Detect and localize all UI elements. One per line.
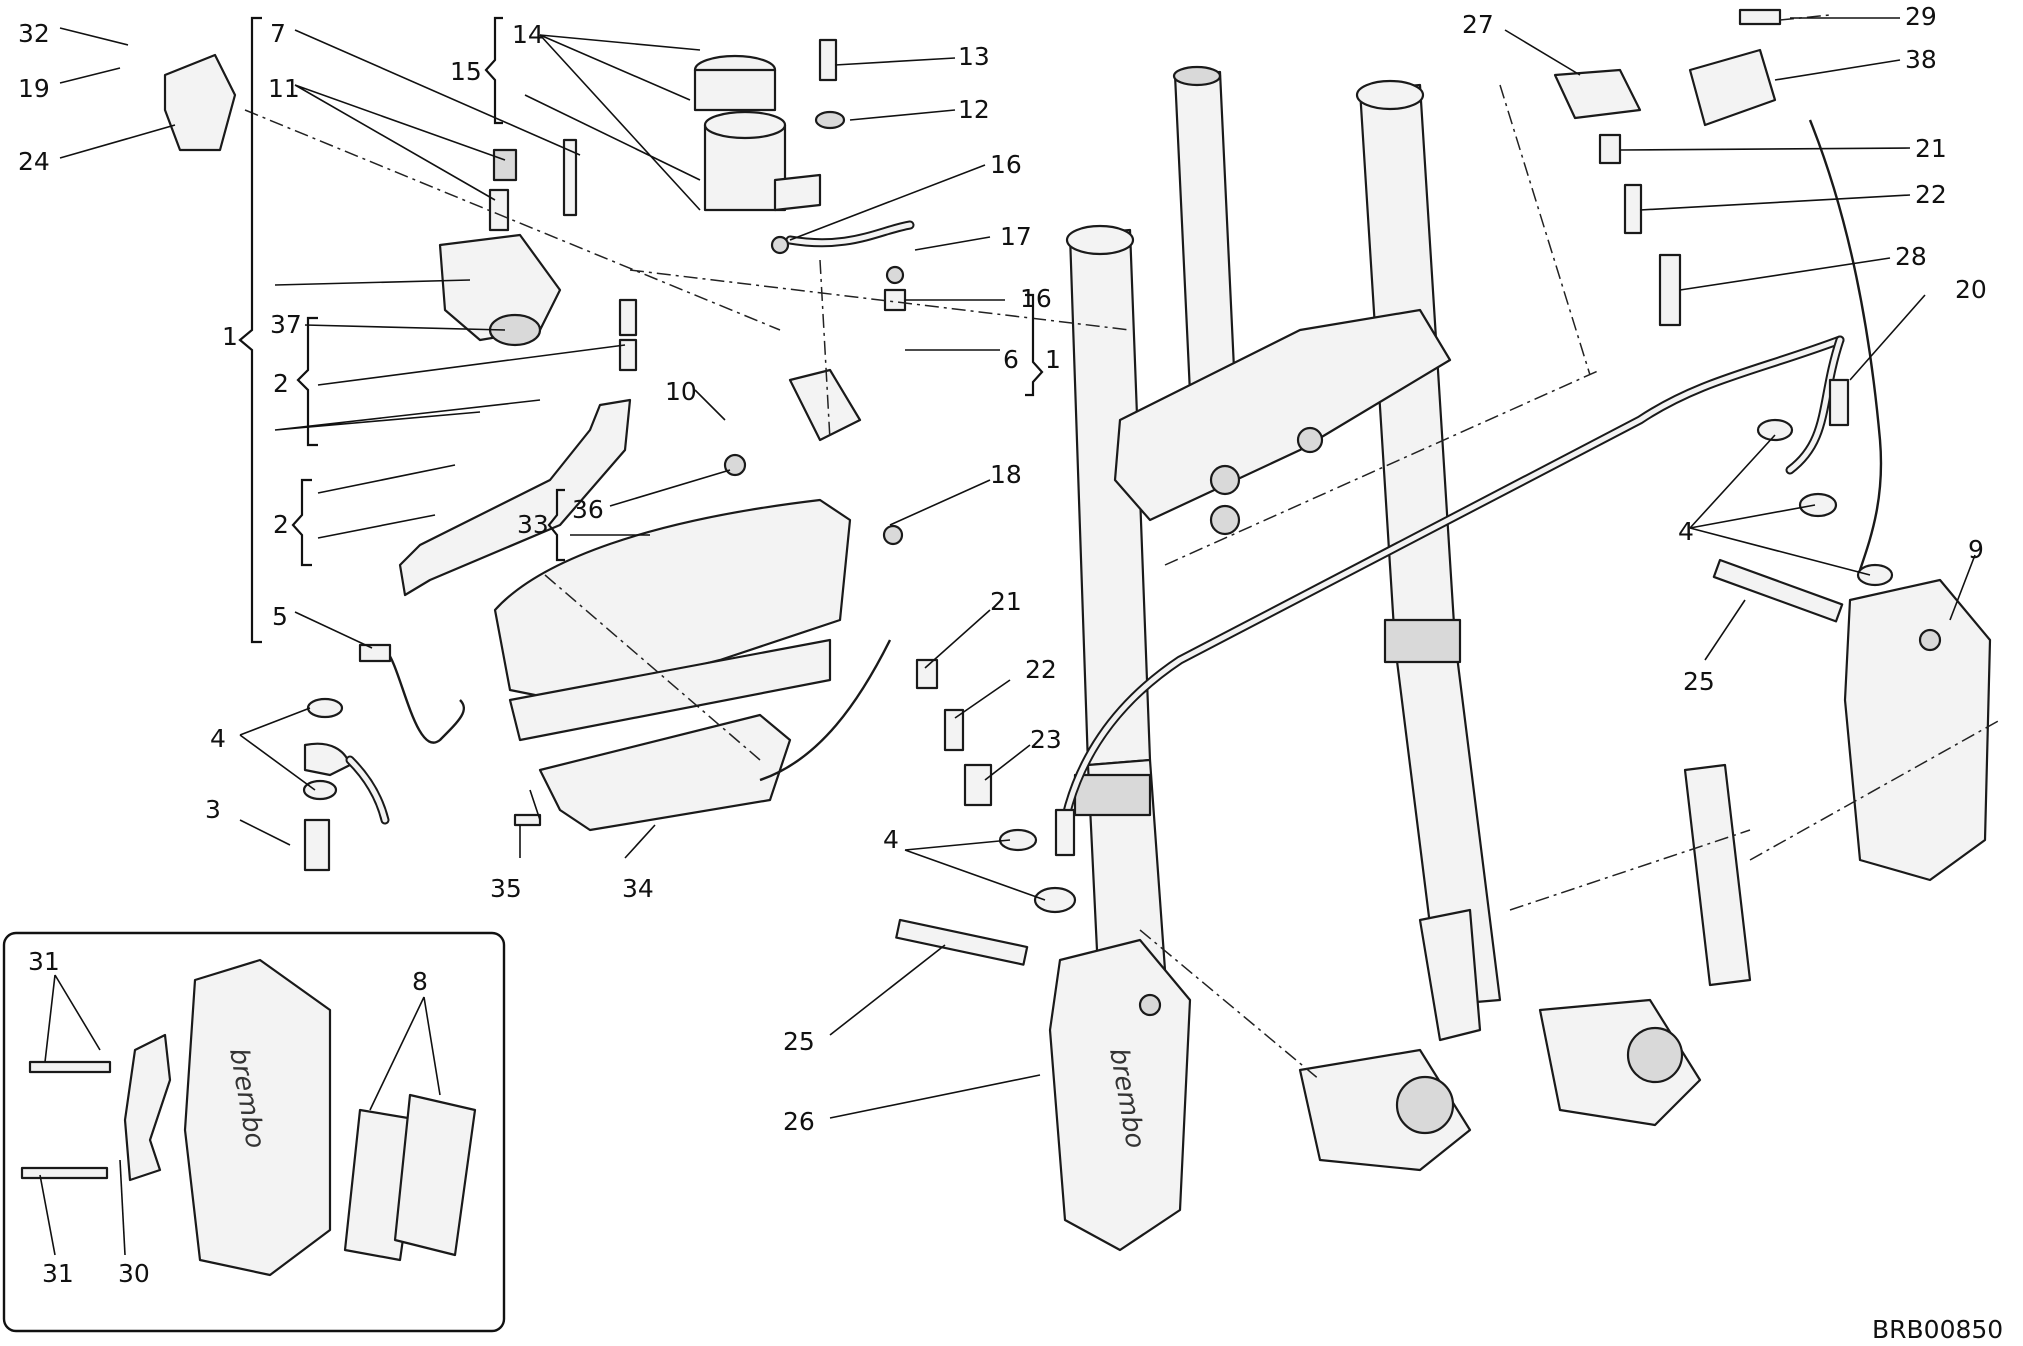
- callout-6: 6: [1003, 345, 1019, 374]
- callout-7: 7: [270, 19, 286, 48]
- drawing-code: BRB00850: [1872, 1315, 2003, 1344]
- callout-14: 14: [512, 20, 544, 49]
- callout-4-right: 4: [1678, 517, 1694, 546]
- callout-34: 34: [622, 874, 654, 903]
- front-fork-assembly: [1065, 65, 1752, 1172]
- grouping-braces: [238, 16, 1044, 644]
- callout-leader-lines: [39, 17, 1976, 1256]
- callout-3: 3: [205, 795, 221, 824]
- callout-22-right: 22: [1915, 180, 1947, 209]
- callout-1-hose: 1: [1045, 345, 1061, 374]
- callout-16-lower: 16: [1020, 284, 1052, 313]
- pads-detail-inset: brembo: [2, 931, 506, 1333]
- callout-31-top: 31: [28, 947, 60, 976]
- callout-22-center: 22: [1025, 655, 1057, 684]
- callout-23: 23: [1030, 725, 1062, 754]
- callout-12: 12: [958, 95, 990, 124]
- callout-35: 35: [490, 874, 522, 903]
- callout-21-center: 21: [990, 587, 1022, 616]
- callout-2-lower: 2: [273, 510, 289, 539]
- callout-18: 18: [990, 460, 1022, 489]
- callout-37: 37: [270, 310, 302, 339]
- callout-32: 32: [18, 19, 50, 48]
- callout-numbers: 32 19 24 7 11 1 37 2 2 5 4 3 14 15 13 12…: [18, 2, 1987, 1288]
- callout-17: 17: [1000, 222, 1032, 251]
- callout-30: 30: [118, 1259, 150, 1288]
- master-cylinder-group: [163, 38, 915, 597]
- brake-switch-group: [302, 643, 466, 872]
- callout-29: 29: [1905, 2, 1937, 31]
- front-brake-hose: [1054, 119, 1883, 857]
- callout-28: 28: [1895, 242, 1927, 271]
- callout-31-bottom: 31: [42, 1259, 74, 1288]
- callout-11: 11: [268, 74, 300, 103]
- callout-27: 27: [1462, 10, 1494, 39]
- callout-25-right: 25: [1683, 667, 1715, 696]
- callout-33: 33: [517, 510, 549, 539]
- callout-20: 20: [1955, 275, 1987, 304]
- callout-36: 36: [572, 495, 604, 524]
- callout-5: 5: [272, 602, 288, 631]
- callout-15: 15: [450, 57, 482, 86]
- right-brake-caliper: [1712, 558, 1992, 882]
- callout-9: 9: [1968, 535, 1984, 564]
- callout-26: 26: [783, 1107, 815, 1136]
- assembly-center-lines: [244, 14, 2001, 1081]
- callout-38: 38: [1905, 45, 1937, 74]
- callout-4-center: 4: [883, 825, 899, 854]
- callout-10: 10: [665, 377, 697, 406]
- bleeder-and-banjo-parts: [915, 8, 1894, 914]
- callout-21-right: 21: [1915, 134, 1947, 163]
- left-brake-caliper: brembo: [895, 918, 1192, 1252]
- dash-cover-group: [493, 368, 904, 832]
- callout-8: 8: [412, 967, 428, 996]
- callout-25-left: 25: [783, 1027, 815, 1056]
- callout-19: 19: [18, 74, 50, 103]
- callout-2-upper: 2: [273, 369, 289, 398]
- callout-4-left: 4: [210, 724, 226, 753]
- callout-13: 13: [958, 42, 990, 71]
- callout-1-group: 1: [222, 322, 238, 351]
- callout-16-upper: 16: [990, 150, 1022, 179]
- callout-24: 24: [18, 147, 50, 176]
